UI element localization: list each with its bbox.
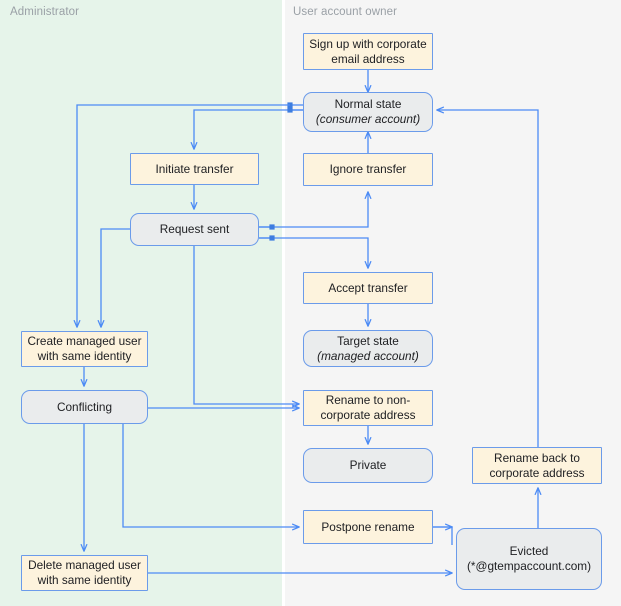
edge-normal-to-initiate [194, 109, 303, 149]
node-conflicting[interactable]: Conflicting [21, 390, 148, 424]
node-accept-transfer-label: Accept transfer [328, 280, 408, 295]
node-target-state-line2: (managed account) [317, 348, 419, 363]
edge-request-sent-to-ignore [259, 192, 368, 228]
node-postpone-rename[interactable]: Postpone rename [303, 510, 433, 544]
node-create-managed-user-line1: Create managed user [27, 334, 142, 349]
edge-request-sent-to-rename-non-corp [193, 245, 299, 404]
node-initiate-transfer[interactable]: Initiate transfer [130, 153, 259, 185]
node-normal-state-line1: Normal state [334, 97, 402, 112]
node-sign-up[interactable]: Sign up with corporate email address [303, 33, 433, 70]
swimlane-user-account-owner-title: User account owner [293, 6, 398, 18]
node-target-state-line1: Target state [337, 333, 399, 348]
node-rename-non-corp-line1: Rename to non- [325, 393, 411, 408]
swimlane-administrator: Administrator [0, 0, 282, 606]
node-initiate-transfer-label: Initiate transfer [155, 161, 234, 176]
edge-postpone-to-evicted-seg [433, 526, 453, 545]
node-private-label: Private [349, 458, 387, 473]
node-delete-managed-user-line1: Delete managed user [28, 558, 141, 573]
node-sign-up-line2: email address [331, 51, 405, 66]
node-private[interactable]: Private [303, 448, 433, 483]
node-request-sent[interactable]: Request sent [130, 213, 259, 246]
node-ignore-transfer[interactable]: Ignore transfer [303, 153, 433, 186]
node-evicted[interactable]: Evicted (*@gtempaccount.com) [456, 528, 602, 590]
node-create-managed-user[interactable]: Create managed user with same identity [21, 331, 148, 367]
edge-normal-to-create-managed-user [77, 104, 290, 327]
node-conflicting-label: Conflicting [56, 399, 113, 414]
node-evicted-line2: (*@gtempaccount.com) [466, 559, 592, 573]
node-ignore-transfer-label: Ignore transfer [329, 162, 407, 177]
node-delete-managed-user-line2: with same identity [37, 573, 132, 587]
node-rename-back-line2: corporate address [489, 465, 585, 480]
node-normal-state[interactable]: Normal state (consumer account) [303, 92, 433, 132]
edge-conflicting-to-postpone [122, 423, 299, 527]
edge-rename-back-to-normal [437, 110, 539, 447]
node-target-state[interactable]: Target state (managed account) [303, 330, 433, 367]
node-delete-managed-user[interactable]: Delete managed user with same identity [21, 555, 148, 591]
swimlane-administrator-title: Administrator [10, 6, 80, 18]
node-evicted-line1: Evicted [509, 544, 549, 559]
node-postpone-rename-label: Postpone rename [321, 519, 415, 534]
node-accept-transfer[interactable]: Accept transfer [303, 272, 433, 304]
node-rename-back-to-corporate-address[interactable]: Rename back to corporate address [472, 447, 602, 484]
node-sign-up-line1: Sign up with corporate [309, 36, 427, 51]
node-normal-state-line2: (consumer account) [315, 112, 421, 126]
node-rename-to-non-corporate-address[interactable]: Rename to non- corporate address [303, 390, 433, 426]
node-rename-back-line1: Rename back to [494, 450, 580, 465]
edge-request-sent-to-create-managed-user [101, 228, 130, 327]
node-request-sent-label: Request sent [159, 222, 230, 237]
edge-request-sent-to-accept [259, 237, 368, 268]
node-create-managed-user-line2: with same identity [37, 349, 132, 363]
node-rename-non-corp-line2: corporate address [320, 408, 416, 422]
